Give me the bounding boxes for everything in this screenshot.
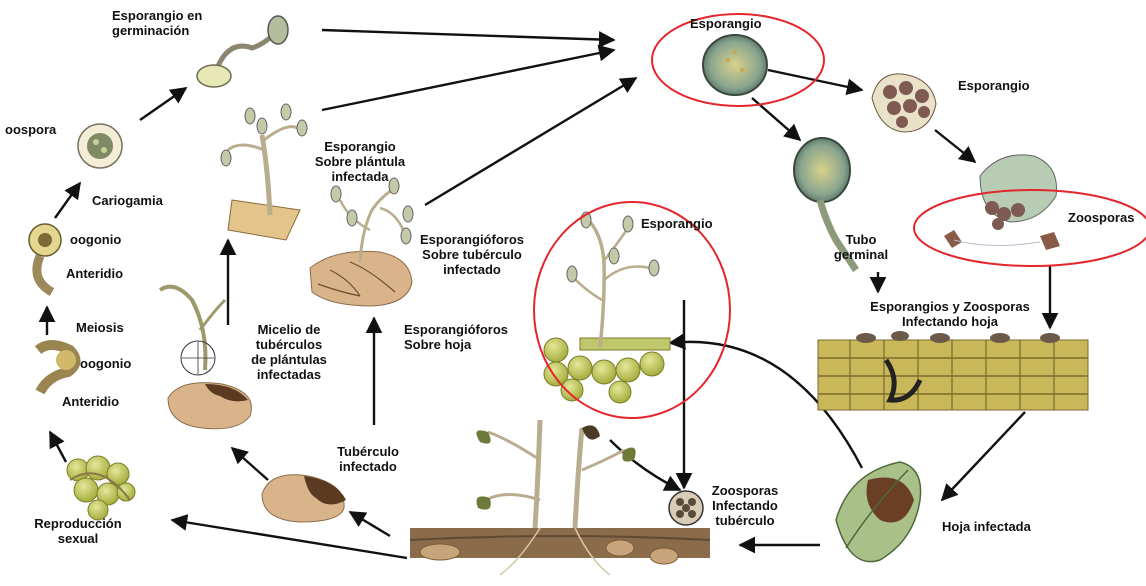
arrow-right-to-zoo bbox=[935, 130, 975, 162]
germinating-sporangium bbox=[197, 16, 288, 87]
label-esporangioforos-tuberculo: Esporangióforos Sobre tubérculo infectad… bbox=[407, 232, 537, 277]
arrow-tuber-to-micelio bbox=[232, 448, 268, 480]
label-tuberculo-infectado: Tubérculo infectado bbox=[318, 444, 418, 474]
label-anteridio-top: Anteridio bbox=[66, 266, 123, 281]
arrow-leaftissue-to-hoja bbox=[942, 412, 1025, 500]
label-zoosporas: Zoosporas bbox=[1068, 210, 1134, 225]
label-zoosporas-tuberculo: Zoosporas Infectando tubérculo bbox=[700, 483, 790, 528]
leaf-sporangiophores bbox=[544, 212, 670, 403]
germ-sporangium-base bbox=[197, 65, 231, 87]
germ-sporangium-tip bbox=[268, 16, 288, 44]
infected-leaf bbox=[836, 462, 921, 562]
oogonio-anteridio-top bbox=[29, 224, 61, 292]
label-tubo-germinal: Tubo germinal bbox=[826, 232, 896, 262]
arrow-anteridio-to-oospora bbox=[55, 183, 80, 218]
label-cariogamia: Cariogamia bbox=[92, 193, 163, 208]
plantula-sporangium bbox=[221, 104, 307, 240]
infected-tuber bbox=[262, 475, 346, 522]
leaf-tissue bbox=[818, 331, 1088, 410]
arrow-tuber-sporangiophore-to-sporangium bbox=[425, 78, 636, 205]
arrow-plant-to-tuber bbox=[350, 512, 390, 536]
label-meiosis: Meiosis bbox=[76, 320, 124, 335]
arrow-reproduction-to-oogonio bbox=[50, 432, 66, 462]
potato-plant bbox=[410, 420, 710, 575]
oospora-figure bbox=[78, 124, 122, 168]
label-esporangio-hoja: Esporangio bbox=[641, 216, 713, 231]
arrow-plant-curve-to-tuberzoo bbox=[610, 440, 680, 490]
label-anteridio-bottom: Anteridio bbox=[62, 394, 119, 409]
label-oogonio-top: oogonio bbox=[70, 232, 121, 247]
label-oogonio-bottom: oogonio bbox=[80, 356, 131, 371]
label-esporangios-zoosporas: Esporangios y Zoosporas Infectando hoja bbox=[840, 299, 1060, 329]
tuber-zoospores bbox=[669, 491, 703, 525]
arrow-oospora-to-germination bbox=[140, 88, 186, 120]
label-oospora: oospora bbox=[5, 122, 56, 137]
label-hoja-infectada: Hoja infectada bbox=[942, 519, 1031, 534]
label-esporangioforos-hoja: Esporangióforos Sobre hoja bbox=[404, 322, 508, 352]
sexual-reproduction-cells bbox=[67, 456, 135, 520]
label-esporangio-top: Esporangio bbox=[690, 16, 762, 31]
oogonio-anteridio-bottom bbox=[38, 345, 76, 392]
label-esporangio-plantula: Esporangio Sobre plántula infectada bbox=[300, 139, 420, 184]
top-sporangium bbox=[703, 35, 767, 95]
tuber-sporangiophores bbox=[310, 178, 413, 306]
label-esporangio-germinacion: Esporangio en germinación bbox=[112, 8, 202, 38]
label-esporangio-right: Esporangio bbox=[958, 78, 1030, 93]
germ-tube bbox=[218, 36, 272, 66]
zoospores-figure bbox=[944, 155, 1060, 250]
arrow-plantula-to-sporangium bbox=[322, 50, 614, 110]
sporangium-with-spores bbox=[872, 74, 936, 132]
label-reproduccion-sexual: Reproducción sexual bbox=[18, 516, 138, 546]
arrow-germination-to-sporangium bbox=[322, 30, 614, 40]
label-micelio: Micelio de tubérculos de plántulas infec… bbox=[234, 322, 344, 382]
